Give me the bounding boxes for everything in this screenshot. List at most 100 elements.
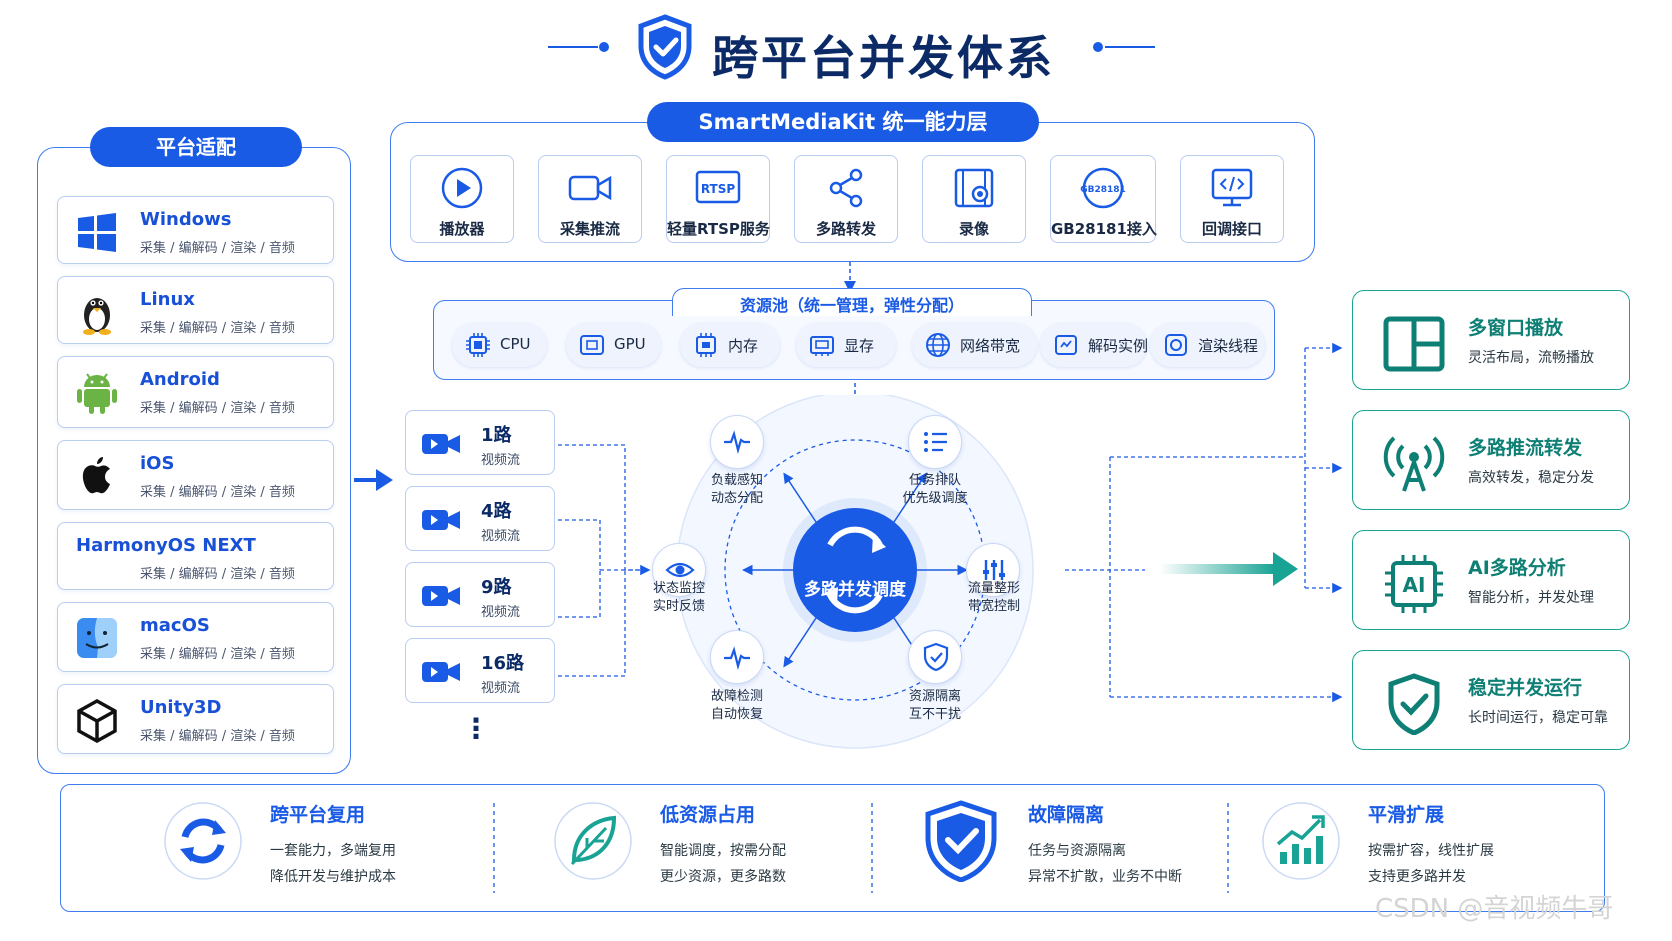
video-camera-icon <box>422 586 460 606</box>
windows-icon <box>78 213 116 252</box>
leaf-icon <box>554 802 632 880</box>
svg-text:RTSP: RTSP <box>701 182 736 196</box>
platform-item-ios[interactable]: iOS 采集 / 编解码 / 渲染 / 音频 <box>57 440 334 510</box>
platform-title: 平台适配 <box>90 127 302 167</box>
video-camera-icon <box>422 662 460 682</box>
page-header: 跨平台并发体系 <box>0 14 1672 85</box>
stream-box-1[interactable]: 1路 视频流 <box>405 410 555 475</box>
scheduler-center-label: 多路并发调度 <box>804 580 906 600</box>
cap-label: 采集推流 <box>559 220 620 238</box>
shield-check-icon <box>1388 673 1440 735</box>
output-card-stable-run[interactable]: 稳定并发运行 长时间运行，稳定可靠 <box>1352 650 1630 750</box>
platform-name: Android <box>140 369 220 390</box>
linux-tux-icon <box>83 298 111 335</box>
stream-count: 16路 <box>481 653 525 674</box>
platform-desc: 采集 / 编解码 / 渲染 / 音频 <box>140 729 295 744</box>
finder-icon <box>77 618 117 658</box>
resource-pool-title: 资源池（统一管理，弹性分配） <box>739 296 964 315</box>
features-panel <box>60 784 1605 912</box>
svg-text:GB28181: GB28181 <box>1080 185 1126 195</box>
more-streams-ellipsis: ⋮ <box>462 712 490 745</box>
stream-count: 4路 <box>481 501 512 522</box>
play-icon <box>441 167 483 209</box>
stream-label: 视频流 <box>481 453 521 468</box>
cap-label: 多路转发 <box>815 220 876 238</box>
heartbeat-icon <box>724 646 750 671</box>
page-title: 跨平台并发体系 <box>712 31 1055 85</box>
eye-icon <box>665 562 695 578</box>
apple-icon <box>82 457 110 494</box>
cap-gb28181[interactable]: GB28181 GB28181接入 <box>1050 155 1157 243</box>
platform-item-unity3d[interactable]: Unity3D 采集 / 编解码 / 渲染 / 音频 <box>57 684 334 754</box>
resource-chip-cpu: CPU <box>452 323 547 367</box>
output-card-multi-window[interactable]: 多窗口播放 灵活布局，流畅播放 <box>1352 290 1630 390</box>
capability-title: SmartMediaKit 统一能力层 <box>647 102 1039 142</box>
output-card-multi-push[interactable]: 多路推流转发 高效转发，稳定分发 <box>1352 410 1630 510</box>
equalizer-icon <box>983 560 1005 580</box>
platform-desc: 采集 / 编解码 / 渲染 / 音频 <box>140 401 295 416</box>
svg-text:AI: AI <box>1403 573 1426 597</box>
cap-player[interactable]: 播放器 <box>410 155 514 243</box>
resource-pool-tab <box>672 288 1032 316</box>
shield-icon <box>923 642 949 672</box>
rtsp-icon: RTSP <box>695 170 741 204</box>
stream-label: 视频流 <box>481 605 521 620</box>
resource-chip-memory: 内存 <box>680 323 780 367</box>
refresh-icon <box>824 526 886 614</box>
stream-box-9[interactable]: 9路 视频流 <box>405 562 555 627</box>
cap-label: 录像 <box>958 220 989 238</box>
memory-icon <box>696 333 716 357</box>
unity-icon <box>77 698 117 744</box>
resource-chip-render-thread: 渲染线程 <box>1150 323 1265 367</box>
shield-check-icon <box>925 800 997 882</box>
shield-check-icon <box>638 14 692 80</box>
platform-item-linux[interactable]: Linux 采集 / 编解码 / 渲染 / 音频 <box>57 276 334 344</box>
camera-icon <box>568 175 612 201</box>
share-icon <box>829 168 863 208</box>
cap-label: 回调接口 <box>1201 220 1262 238</box>
platform-name: HarmonyOS NEXT <box>76 535 256 556</box>
stream-box-4[interactable]: 4路 视频流 <box>405 486 555 551</box>
growth-chart-icon <box>1262 802 1340 880</box>
platform-name: Linux <box>140 289 195 310</box>
feature-cross-platform-reuse: 跨平台复用 一套能力，多端复用 降低开发与维护成本 <box>162 790 462 910</box>
film-record-icon <box>954 168 994 208</box>
output-card-ai-analysis[interactable]: AI AI多路分析 智能分析，并发处理 <box>1352 530 1630 630</box>
feature-low-resource: 低资源占用 智能调度，按需分配 更少资源，更多路数 <box>552 790 852 910</box>
pulse-icon <box>724 430 750 455</box>
cap-multi-forward[interactable]: 多路转发 <box>794 155 898 243</box>
title-decoration <box>548 42 1155 52</box>
cap-record[interactable]: 录像 <box>922 155 1026 243</box>
cap-rtsp-server[interactable]: RTSP 轻量RTSP服务 <box>666 155 770 243</box>
platform-item-harmonyos[interactable]: HarmonyOS NEXT 采集 / 编解码 / 渲染 / 音频 <box>57 522 334 590</box>
platform-item-windows[interactable]: Windows 采集 / 编解码 / 渲染 / 音频 <box>57 196 334 264</box>
code-monitor-icon <box>1211 168 1253 207</box>
platform-item-macos[interactable]: macOS 采集 / 编解码 / 渲染 / 音频 <box>57 602 334 672</box>
platform-name: Unity3D <box>140 697 222 718</box>
platform-item-android[interactable]: Android 采集 / 编解码 / 渲染 / 音频 <box>57 356 334 428</box>
decoder-icon <box>1055 335 1077 355</box>
video-camera-icon <box>422 434 460 454</box>
gpu-icon <box>580 335 604 355</box>
resource-chip-vram: 显存 <box>796 323 896 367</box>
cap-callback[interactable]: 回调接口 <box>1180 155 1284 243</box>
render-thread-icon <box>1165 334 1187 356</box>
watermark: CSDN @音视频牛哥 <box>1375 894 1614 924</box>
platform-desc: 采集 / 编解码 / 渲染 / 音频 <box>140 241 295 256</box>
stream-box-16[interactable]: 16路 视频流 <box>405 638 555 703</box>
cap-label: 播放器 <box>439 220 485 238</box>
stream-count: 9路 <box>481 577 512 598</box>
resource-chip-decoder: 解码实例 <box>1040 323 1148 367</box>
platform-name: iOS <box>140 453 175 474</box>
platform-name: Windows <box>140 209 232 230</box>
cap-label: GB28181接入 <box>1051 220 1157 238</box>
platform-desc: 采集 / 编解码 / 渲染 / 音频 <box>140 567 295 582</box>
platform-desc: 采集 / 编解码 / 渲染 / 音频 <box>140 647 295 662</box>
cpu-icon <box>466 333 490 357</box>
cap-capture-push[interactable]: 采集推流 <box>538 155 642 243</box>
ai-chip-icon: AI <box>1385 555 1443 613</box>
resource-chip-bandwidth: 网络带宽 <box>912 323 1037 367</box>
cap-label: 轻量RTSP服务 <box>667 220 770 238</box>
task-list-icon <box>924 432 947 452</box>
